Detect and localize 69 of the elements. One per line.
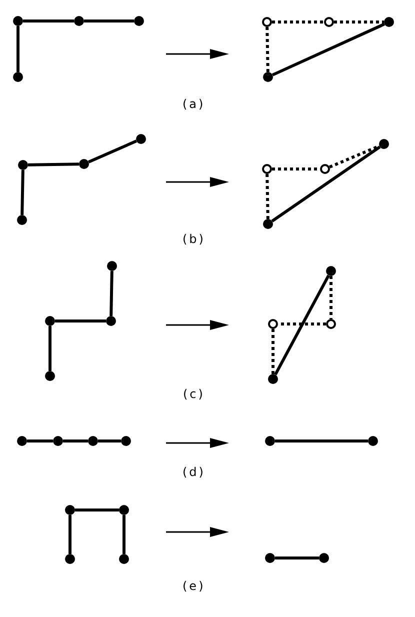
vertex-dot	[319, 553, 329, 563]
line-segment	[274, 274, 330, 376]
dotted-segment	[272, 20, 324, 24]
line-segment	[48, 326, 52, 371]
dotted-segment	[272, 329, 274, 374]
line-segment	[88, 140, 138, 164]
line-segment	[16, 26, 20, 72]
panel-label: (c)	[183, 387, 205, 401]
vertex-dot	[265, 553, 275, 563]
vertex-dot	[384, 17, 394, 27]
vertex-dot	[65, 505, 75, 515]
vertex-dot	[107, 261, 117, 271]
hollow-vertex-dot	[262, 164, 272, 174]
dotted-segment	[278, 322, 326, 326]
hollow-vertex-dot	[326, 319, 336, 329]
line-segment	[122, 515, 126, 554]
panel-label: (e)	[182, 579, 206, 593]
vertex-dot	[263, 219, 273, 229]
line-segment	[55, 320, 106, 322]
vertex-dot	[119, 554, 129, 564]
hollow-vertex-dot	[262, 17, 272, 27]
line-segment	[275, 440, 368, 442]
vertex-dot	[79, 159, 89, 169]
line-segment	[23, 20, 74, 22]
panel-label: (a)	[182, 97, 206, 111]
line-segment	[68, 515, 72, 554]
vertex-dot	[88, 436, 98, 446]
vertex-dot	[17, 215, 27, 225]
vertex-dot	[13, 72, 23, 82]
vertex-dot	[268, 374, 278, 384]
line-segment	[275, 556, 319, 560]
vertex-dot	[119, 505, 129, 515]
vertex-dot	[134, 16, 144, 26]
vertex-dot	[263, 72, 273, 82]
vertex-dot	[368, 436, 378, 446]
vertex-dot	[17, 436, 27, 446]
line-segment	[84, 20, 134, 22]
line-segment	[28, 162, 80, 166]
line-segment	[20, 170, 24, 216]
panel-label: (d)	[182, 465, 206, 479]
vertex-dot	[136, 134, 146, 144]
line-segment	[63, 440, 88, 442]
vertex-dot	[18, 160, 28, 170]
vertex-dot	[106, 316, 116, 326]
line-segment	[271, 146, 381, 222]
dotted-segment	[272, 168, 320, 170]
dotted-segment	[334, 20, 384, 24]
line-segment	[272, 22, 386, 76]
hollow-vertex-dot	[324, 17, 334, 27]
line-segment	[98, 440, 121, 442]
vertex-dot	[74, 16, 84, 26]
line-segment	[27, 440, 53, 442]
vertex-dot	[45, 316, 55, 326]
dotted-segment	[266, 174, 270, 220]
vertex-dot	[45, 371, 55, 381]
hollow-vertex-dot	[268, 319, 278, 329]
vertex-dot	[326, 266, 336, 276]
vertex-dot	[379, 139, 389, 149]
line-segment	[110, 270, 114, 316]
hollow-vertex-dot	[320, 164, 330, 174]
vertex-dot	[13, 16, 23, 26]
dotted-segment	[330, 276, 332, 319]
vertex-dot	[265, 436, 275, 446]
vertex-dot	[53, 436, 63, 446]
vertex-dot	[65, 554, 75, 564]
dotted-segment	[266, 26, 270, 72]
line-segment	[75, 508, 119, 512]
panel-label: (b)	[182, 232, 206, 246]
vertex-dot	[121, 436, 131, 446]
